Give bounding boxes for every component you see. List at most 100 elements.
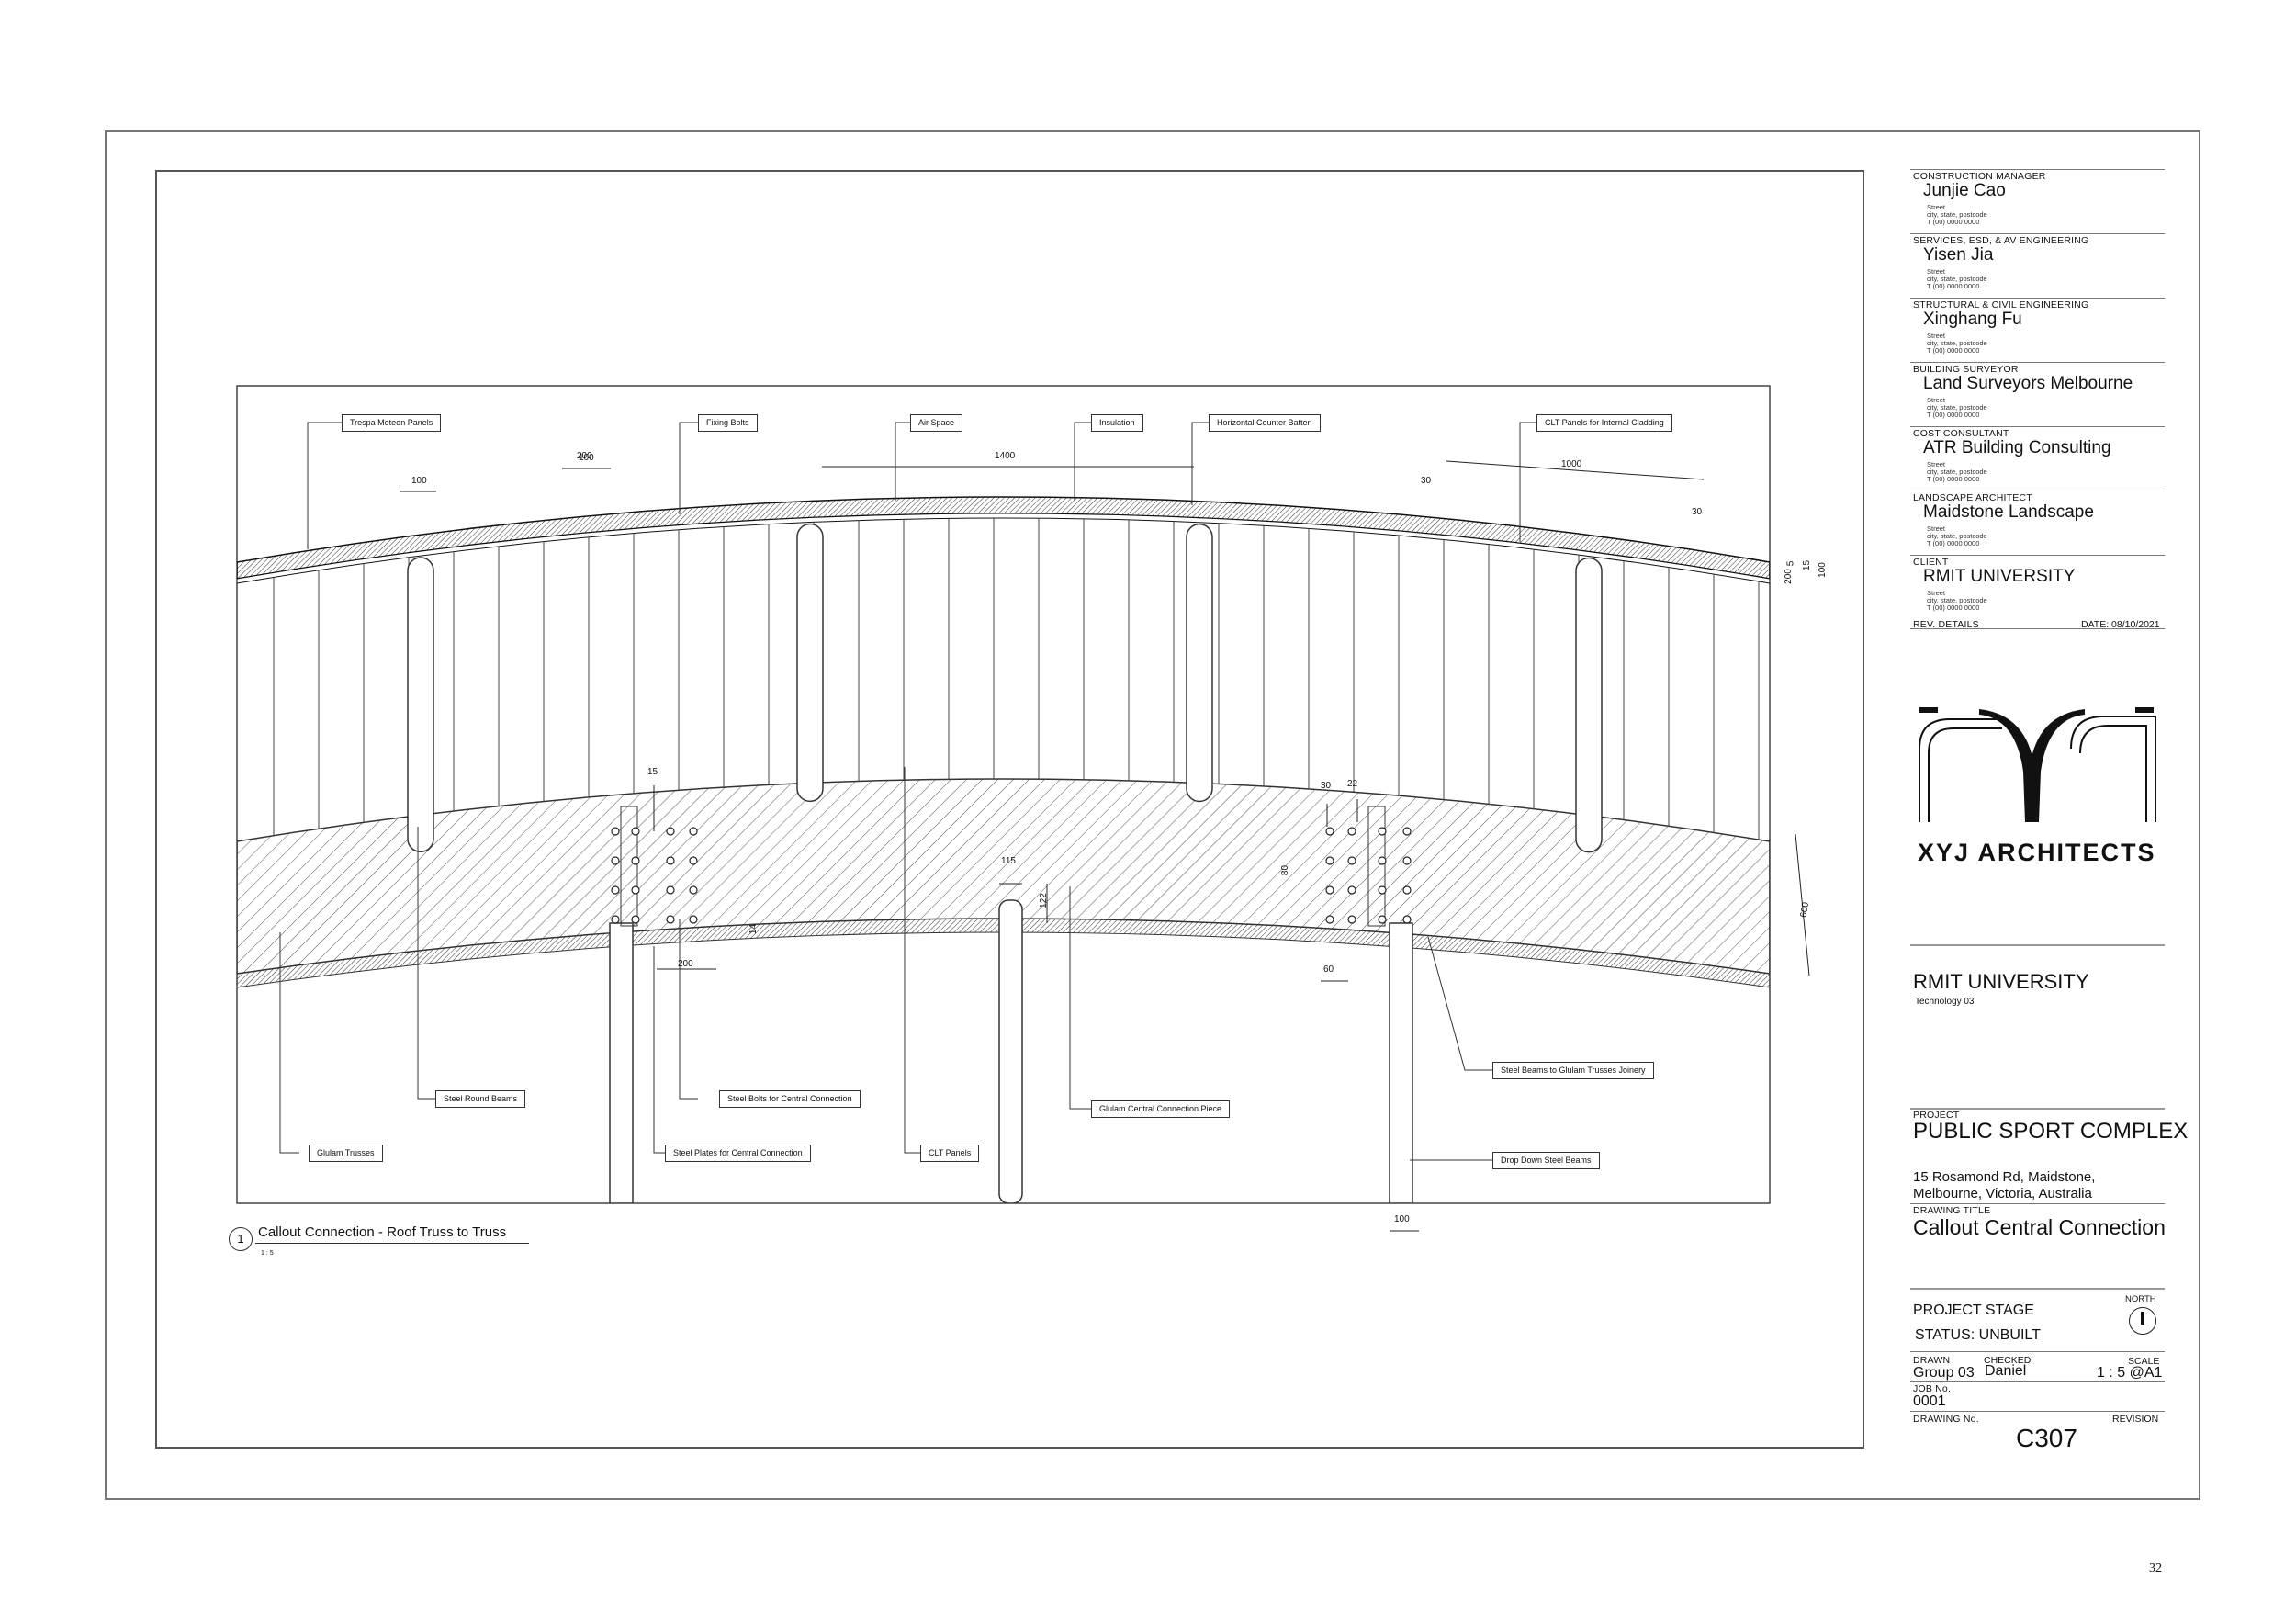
dim-200-bottom: 200: [678, 959, 693, 969]
consultant-name: Junjie Cao: [1923, 181, 2006, 200]
consultant-role: SERVICES, ESD, & AV ENGINEERING: [1913, 235, 2089, 246]
dim-30-right: 30: [1321, 781, 1332, 791]
consultant-phone: T (00) 0000 0000: [1927, 603, 1980, 612]
bolt: [1402, 827, 1412, 836]
bolt: [666, 885, 675, 895]
dim-30-b: 30: [1692, 507, 1703, 517]
roof-cladding: [237, 496, 1770, 580]
label-glulam-central: Glulam Central Connection Piece: [1091, 1100, 1231, 1118]
dim-30-a: 30: [1421, 476, 1432, 486]
drop-down-column-right: [1389, 922, 1413, 1203]
scale-value: 1 : 5 @A1: [2097, 1365, 2163, 1381]
job-label: JOB No.: [1913, 1383, 1952, 1394]
steel-round-beam: [407, 557, 434, 853]
consultant-rule: [1910, 426, 2165, 427]
revision-date: DATE: 08/10/2021: [2081, 619, 2160, 630]
project-name: PUBLIC SPORT COMPLEX: [1913, 1119, 2189, 1144]
consultant-name: ATR Building Consulting: [1923, 438, 2111, 457]
consultant-city: city, state, postcode: [1927, 532, 1987, 540]
dim-1000: 1000: [1561, 459, 1582, 469]
detail-viewport: [236, 385, 1771, 1204]
label-fixing-bolts: Fixing Bolts: [698, 414, 758, 432]
label-clt-panels: CLT Panels: [920, 1145, 980, 1162]
label-steel-bolts: Steel Bolts for Central Connection: [719, 1090, 861, 1108]
bolt: [1378, 856, 1387, 865]
status-badge: STATUS: UNBUILT: [1915, 1327, 2041, 1343]
consultant-name: Land Surveyors Melbourne: [1923, 374, 2133, 393]
consultant-street: Street: [1927, 460, 1946, 468]
bolt: [1402, 885, 1412, 895]
scale-label: SCALE: [2128, 1356, 2160, 1367]
bolt: [1325, 827, 1334, 836]
north-arrow-icon: [2129, 1307, 2156, 1335]
drawing-frame: [155, 170, 1864, 1449]
bolt: [1378, 885, 1387, 895]
bolt: [666, 827, 675, 836]
consultant-phone: T (00) 0000 0000: [1927, 539, 1980, 547]
rev-details: REV. DETAILS: [1913, 619, 1979, 630]
bolt: [611, 856, 620, 865]
label-steel-round-beams: Steel Round Beams: [435, 1090, 526, 1108]
bolt: [611, 885, 620, 895]
consultant-city: city, state, postcode: [1927, 339, 1987, 347]
drawn-label: DRAWN: [1913, 1355, 1951, 1366]
consultant-rule: [1910, 233, 2165, 234]
label-clt-cladding: CLT Panels for Internal Cladding: [1536, 414, 1672, 432]
consultant-name: Xinghang Fu: [1923, 310, 2022, 329]
drawing-no-label: DRAWING No.: [1913, 1414, 1979, 1425]
consultant-role: BUILDING SURVEYOR: [1913, 364, 2019, 375]
university-name: RMIT UNIVERSITY: [1913, 970, 2089, 993]
steel-round-beam: [1575, 557, 1603, 853]
xyj-logo-icon: [1919, 707, 2156, 822]
view-title: Callout Connection - Roof Truss to Truss: [258, 1224, 507, 1240]
label-air-space: Air Space: [910, 414, 963, 432]
consultant-city: city, state, postcode: [1927, 596, 1987, 604]
bolt: [1378, 827, 1387, 836]
project-label: PROJECT: [1913, 1110, 1960, 1121]
consultant-phone: T (00) 0000 0000: [1927, 218, 1980, 226]
consultant-street: Street: [1927, 203, 1946, 211]
consultant-rule: [1910, 362, 2165, 363]
bolt: [666, 856, 675, 865]
steel-round-beams: [407, 523, 1603, 853]
project-stage: PROJECT STAGE: [1913, 1303, 2034, 1318]
bolt: [689, 856, 698, 865]
dim-122: 122: [1038, 893, 1049, 908]
label-insulation: Insulation: [1091, 414, 1143, 432]
bolt: [1378, 915, 1387, 924]
consultant-role: CONSTRUCTION MANAGER: [1913, 171, 2046, 182]
bolt: [631, 856, 640, 865]
bolt: [666, 915, 675, 924]
course-name: Technology 03: [1915, 997, 1975, 1007]
bolt: [1325, 885, 1334, 895]
consultant-phone: T (00) 0000 0000: [1927, 411, 1980, 419]
stack-15: 15: [1802, 559, 1813, 571]
consultant-rule: [1910, 555, 2165, 556]
bolt: [631, 885, 640, 895]
dim-100-left: 100: [411, 476, 427, 486]
logo-text: XYJ ARCHITECTS: [1918, 839, 2156, 866]
dim-100-top: 100: [579, 453, 594, 463]
job-value: 0001: [1913, 1393, 1946, 1409]
label-steel-beams-joinery: Steel Beams to Glulam Trusses Joinery: [1492, 1062, 1654, 1079]
air-space-layer: [237, 513, 1770, 584]
consultant-street: Street: [1927, 267, 1946, 276]
consultant-phone: T (00) 0000 0000: [1927, 346, 1980, 355]
bolt: [1347, 856, 1356, 865]
revision-label: REVISION: [2112, 1414, 2159, 1425]
checked-value: Daniel: [1985, 1363, 2027, 1379]
consultant-street: Street: [1927, 396, 1946, 404]
label-counter-batten: Horizontal Counter Batten: [1209, 414, 1321, 432]
consultant-city: city, state, postcode: [1927, 275, 1987, 283]
bolt: [1325, 856, 1334, 865]
consultant-name: RMIT UNIVERSITY: [1923, 567, 2076, 586]
bolt: [1347, 827, 1356, 836]
bolt: [1325, 915, 1334, 924]
consultant-street: Street: [1927, 589, 1946, 597]
consultant-street: Street: [1927, 332, 1946, 340]
dim-15-left: 15: [647, 767, 658, 777]
consultant-role: LANDSCAPE ARCHITECT: [1913, 492, 2032, 503]
dim-22-right: 22: [1347, 779, 1358, 789]
address-line-2: Melbourne, Victoria, Australia: [1913, 1186, 2092, 1201]
